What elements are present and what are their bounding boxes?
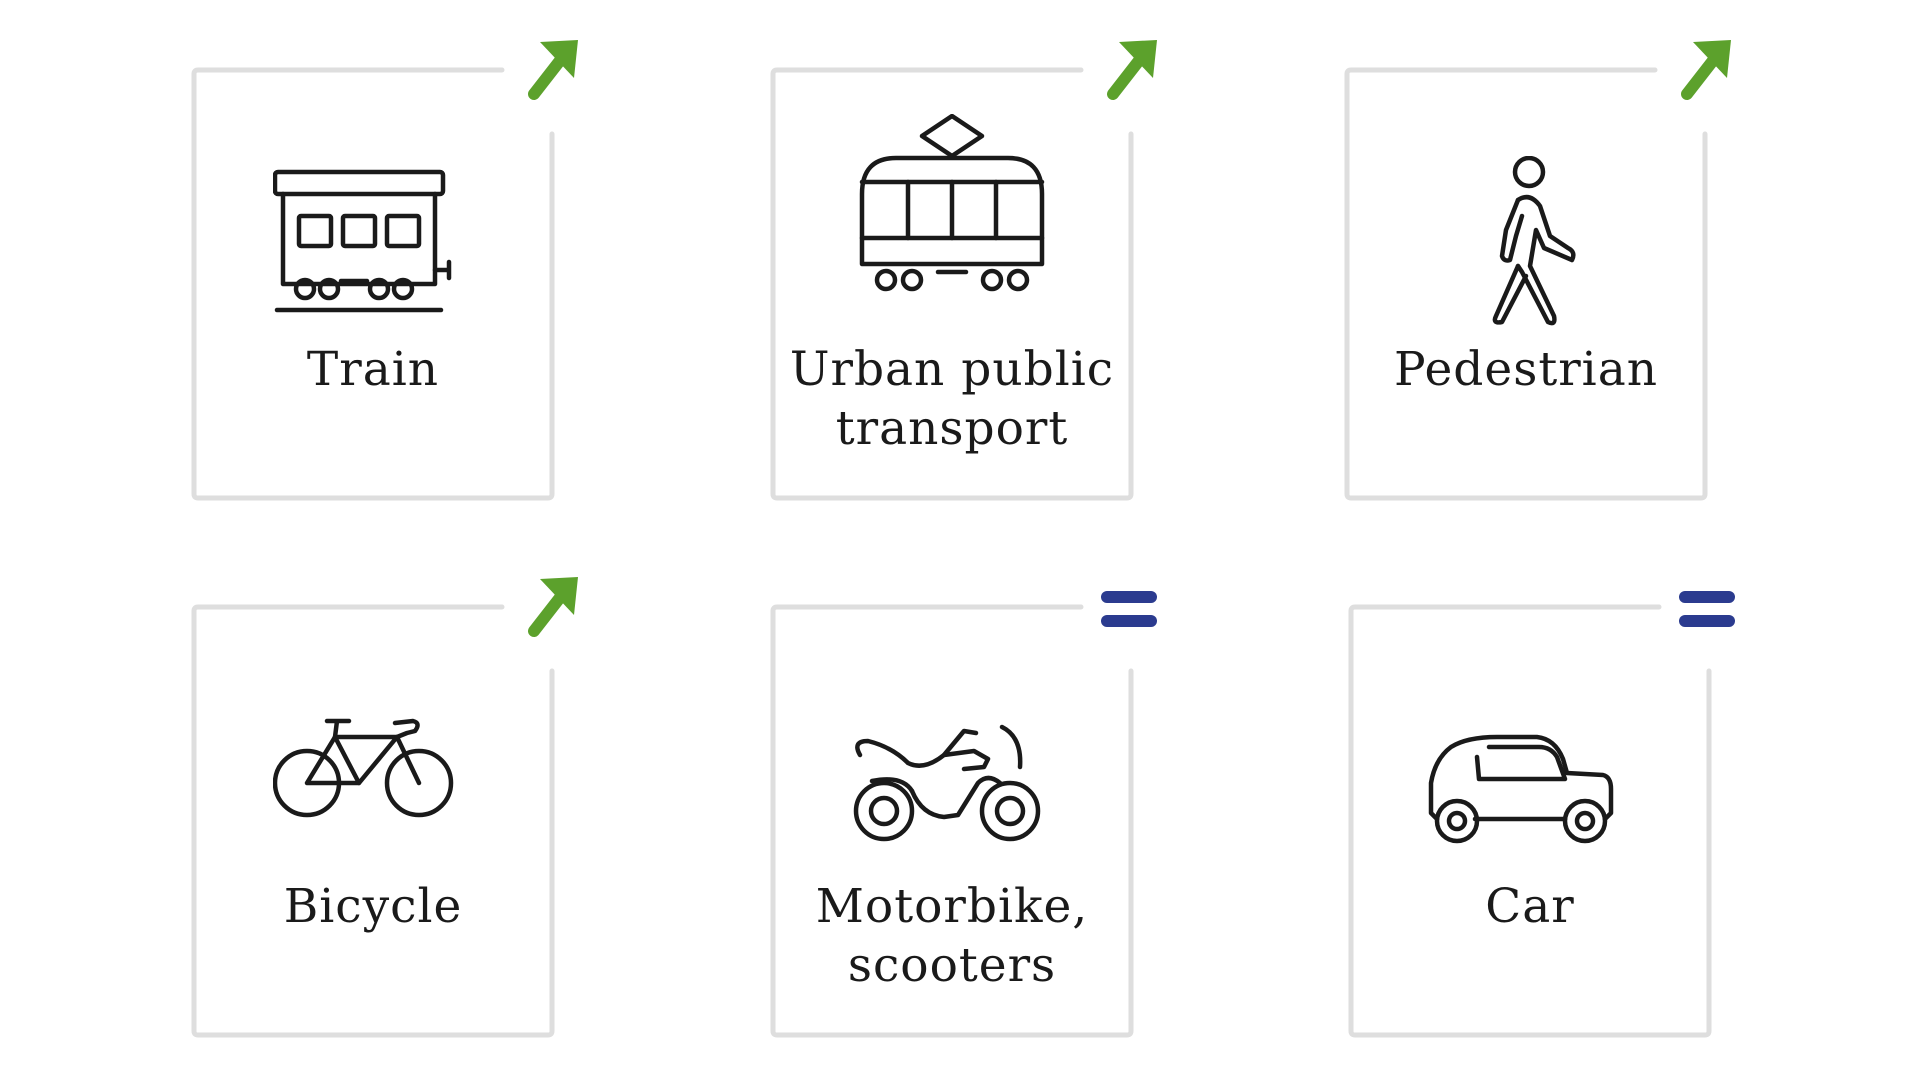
card-frame (1344, 67, 1708, 501)
mode-label-line: Urban public (789, 342, 1115, 397)
mode-label-line: Car (1485, 879, 1575, 934)
trend-up-arrow-icon (1107, 40, 1157, 100)
mode-label: Train (192, 340, 554, 399)
tram-icon (859, 114, 1045, 292)
card-frame (191, 604, 555, 1038)
mode-label-line: transport (835, 401, 1069, 456)
card-frame (1348, 604, 1712, 1038)
mode-card-car: Car (1348, 591, 1735, 1038)
trend-equal-icon (1679, 591, 1735, 627)
mode-label: Motorbike, scooters (771, 877, 1133, 995)
mode-label-line: Train (306, 342, 440, 397)
card-frame (191, 67, 555, 501)
mode-card-train: Train (191, 40, 578, 501)
mode-label: Urban public transport (771, 340, 1133, 458)
card-frame (770, 67, 1134, 501)
mode-card-pedestrian: Pedestrian (1344, 40, 1731, 501)
mode-label-line: Pedestrian (1393, 342, 1659, 397)
train-icon (273, 169, 452, 313)
mode-label-line: scooters (847, 938, 1057, 993)
mode-label-line: Motorbike, (815, 879, 1089, 934)
mode-card-bicycle: Bicycle (191, 577, 578, 1038)
car-icon (1428, 734, 1614, 844)
card-frame (770, 604, 1134, 1038)
trend-up-arrow-icon (528, 40, 578, 100)
trend-up-arrow-icon (528, 577, 578, 637)
mode-card-urban-public-transport: Urban public transport (770, 40, 1157, 501)
motorbike-icon (853, 724, 1041, 842)
trend-up-arrow-icon (1681, 40, 1731, 100)
mode-label: Bicycle (192, 877, 554, 936)
mode-label-line: Bicycle (283, 879, 463, 934)
mode-card-motorbike-scooters: Motorbike, scooters (770, 591, 1157, 1038)
bicycle-icon (273, 718, 454, 818)
pedestrian-icon (1492, 156, 1576, 326)
trend-equal-icon (1101, 591, 1157, 627)
mode-label: Car (1349, 877, 1711, 936)
mode-label: Pedestrian (1345, 340, 1707, 399)
